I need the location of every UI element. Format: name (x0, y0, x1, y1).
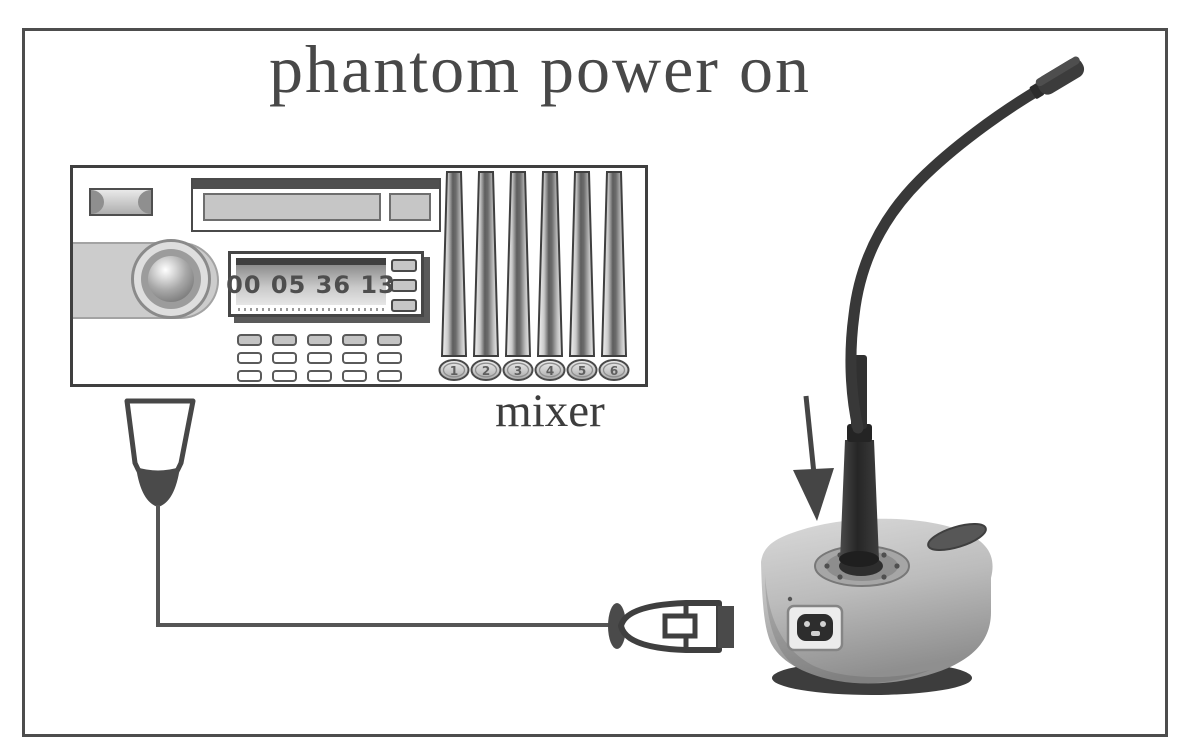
display-value: 00 05 36 13 (226, 265, 395, 305)
time-display: 00 05 36 13 (226, 251, 424, 317)
xlr-connector-icon (608, 600, 734, 653)
function-button (237, 370, 262, 382)
channel-fader (472, 171, 500, 357)
function-button (307, 352, 332, 364)
display-button (391, 299, 417, 312)
mic-capsule (1029, 56, 1085, 99)
display-top-bar (236, 258, 386, 265)
function-button (272, 334, 297, 346)
function-button (307, 370, 332, 382)
function-button (377, 352, 402, 364)
mic-shaft (840, 440, 879, 560)
diagram-title: phantom power on (269, 31, 811, 107)
tape-slot-door-small (389, 193, 431, 221)
channel-fader (536, 171, 564, 357)
function-button (237, 352, 262, 364)
svg-text:6: 6 (610, 364, 618, 378)
slot-cap-left (91, 190, 104, 214)
function-button (377, 370, 402, 382)
channel-fader (568, 171, 596, 357)
channel-number-badge: 1 (438, 359, 470, 381)
mixer-label: mixer (495, 385, 605, 437)
svg-text:3: 3 (514, 364, 522, 378)
power-socket-icon (786, 596, 844, 652)
function-button (377, 334, 402, 346)
display-button (391, 279, 417, 292)
channel-fader (440, 171, 468, 357)
tape-slot-icon (191, 178, 441, 232)
svg-text:2: 2 (482, 364, 490, 378)
mic-shaft-base (839, 551, 879, 567)
channel-number-badge: 4 (534, 359, 566, 381)
function-button (272, 370, 297, 382)
tape-slot-door (203, 193, 381, 221)
display-tick-strip (238, 308, 384, 311)
channel-fader (600, 171, 628, 357)
gooseneck-microphone (761, 56, 1085, 695)
function-button (307, 334, 332, 346)
jog-knob-icon (131, 239, 211, 319)
slot-cap-right (138, 190, 151, 214)
channel-number-badge: 3 (502, 359, 534, 381)
mic-base-badge (927, 523, 987, 551)
channel-number-badge: 6 (598, 359, 630, 381)
xlr-plug-icon (124, 398, 196, 507)
display-button (391, 259, 417, 272)
svg-text:1: 1 (450, 364, 458, 378)
function-button (237, 334, 262, 346)
function-button (342, 334, 367, 346)
gooseneck-tube (845, 83, 1046, 434)
function-button (342, 352, 367, 364)
audio-cable (156, 505, 610, 627)
mixer-slot-icon (89, 188, 153, 216)
svg-text:5: 5 (578, 364, 586, 378)
channel-number-badge: 5 (566, 359, 598, 381)
tape-slot-bar (193, 180, 439, 189)
channel-fader (504, 171, 532, 357)
channel-number-badge: 2 (470, 359, 502, 381)
channel-faders (440, 171, 628, 357)
svg-text:4: 4 (546, 364, 554, 378)
pointer-arrow-icon (793, 395, 834, 521)
jog-knob-ball (148, 256, 194, 302)
channel-number-badges: 1 2 3 4 5 6 (438, 359, 630, 381)
function-button (272, 352, 297, 364)
function-button (342, 370, 367, 382)
